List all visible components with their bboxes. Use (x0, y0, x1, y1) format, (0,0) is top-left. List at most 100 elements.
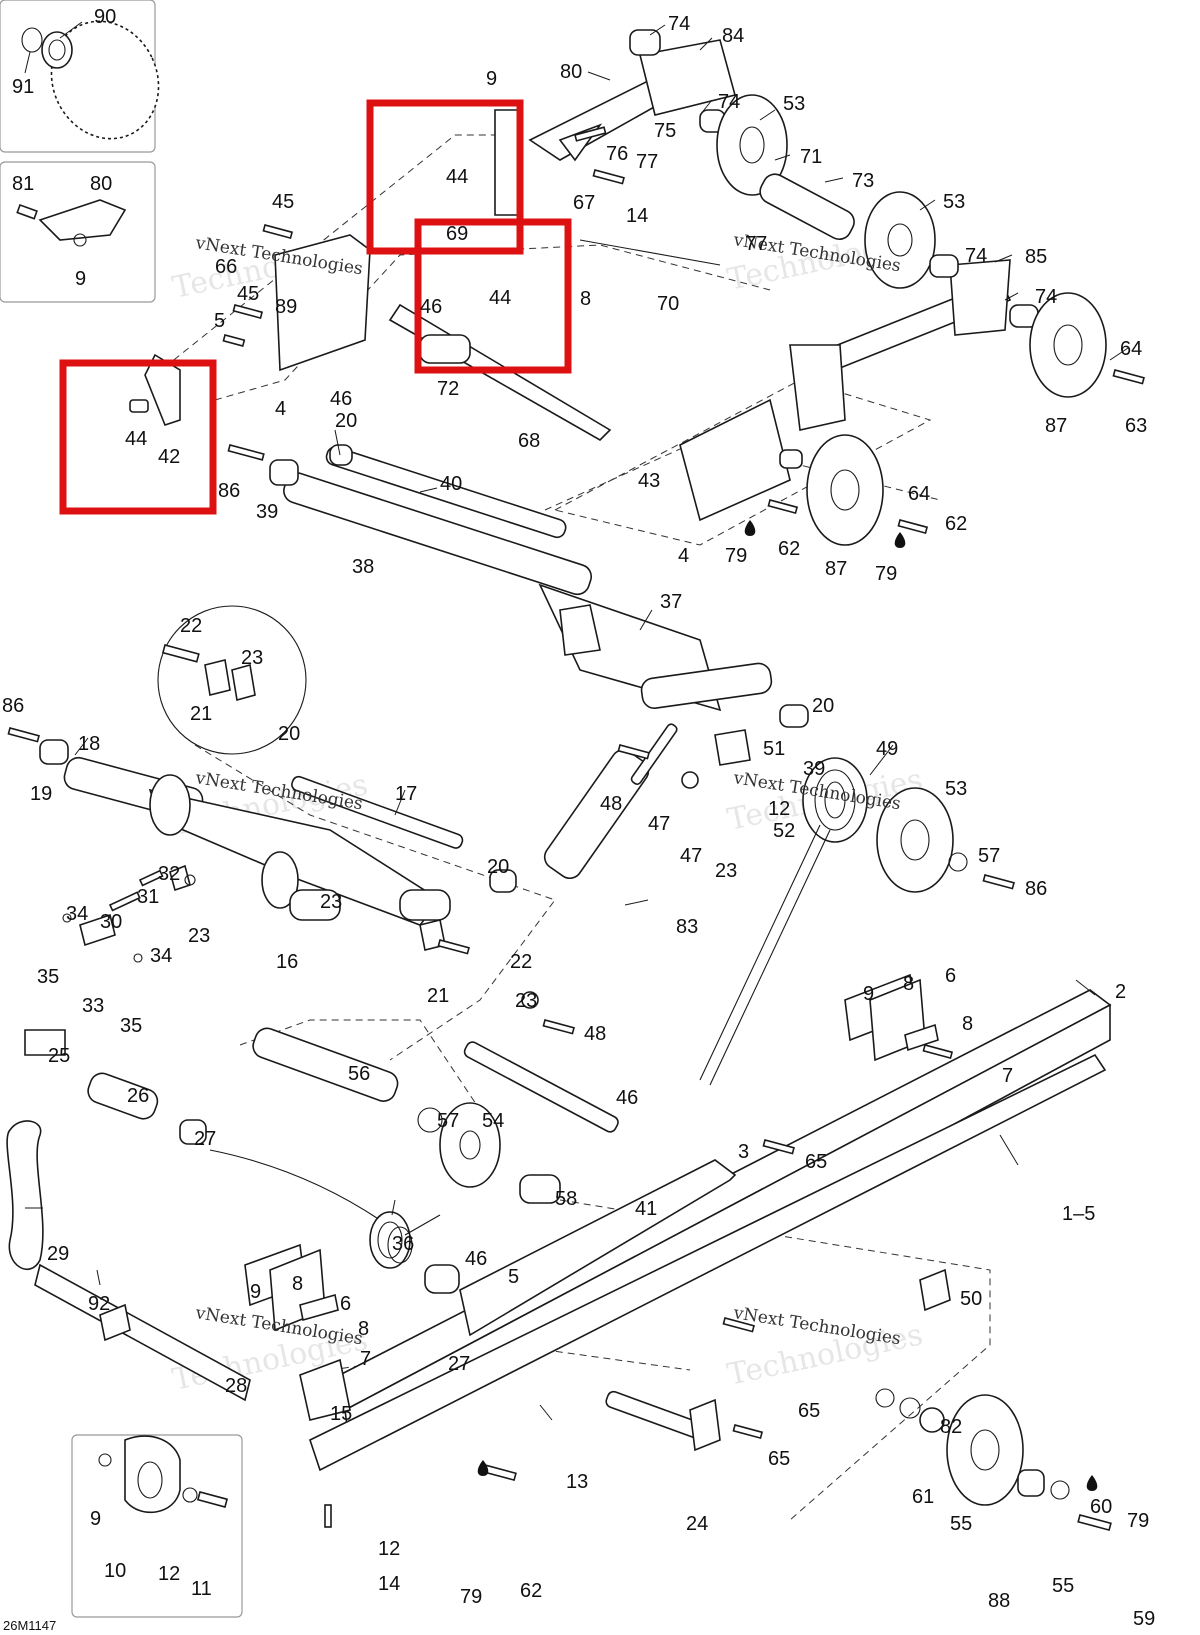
part-callout: 66 (215, 256, 237, 278)
part-callout: 8 (358, 1318, 369, 1340)
part-callout: 40 (440, 473, 462, 495)
part-callout: 20 (487, 856, 509, 878)
part-callout: 46 (330, 388, 352, 410)
part-callout: 44 (125, 428, 147, 450)
part-callout: 4 (275, 398, 286, 420)
part-callout: 7 (360, 1348, 371, 1370)
part-callout: 28 (225, 1375, 247, 1397)
small-hardware (62, 864, 196, 963)
part-callout: 22 (510, 951, 532, 973)
part-callout: 3 (738, 1141, 749, 1163)
part-callout: 82 (940, 1416, 962, 1438)
part-callout: 79 (460, 1586, 482, 1608)
part-callout: 60 (1090, 1496, 1112, 1518)
part-callout: 9 (90, 1508, 101, 1530)
stopper-arm (6, 1029, 251, 1402)
part-callout: 29 (47, 1243, 69, 1265)
inset-circle-hinge (157, 605, 307, 755)
part-callout: 48 (584, 1023, 606, 1045)
part-callout: 67 (573, 192, 595, 214)
part-callout: 8 (962, 1013, 973, 1035)
part-callout: 34 (150, 945, 172, 967)
part-number-callouts: 90 91 81 80 9 74 84 80 9 74 53 75 76 77 … (2, 6, 1155, 1630)
part-callout: 61 (912, 1486, 934, 1508)
part-callout: 46 (420, 296, 442, 318)
part-callout: 21 (190, 703, 212, 725)
part-callout: 71 (800, 146, 822, 168)
part-callout: 62 (520, 1580, 542, 1602)
part-callout: 55 (950, 1513, 972, 1535)
part-callout: 62 (778, 538, 800, 560)
part-callout: 11 (191, 1578, 212, 1600)
part-callout: 92 (88, 1293, 110, 1315)
part-callout: 22 (180, 615, 202, 637)
part-callout: 57 (978, 845, 1000, 867)
part-callout: 9 (486, 68, 497, 90)
stopper-inset (98, 1435, 229, 1514)
part-callout: 50 (960, 1288, 982, 1310)
part-callout: 69 (446, 223, 468, 245)
part-callout: 23 (515, 990, 537, 1012)
part-callout: 47 (648, 813, 670, 835)
part-callout: 46 (616, 1087, 638, 1109)
part-callout: 81 (12, 173, 34, 195)
part-callout: 45 (272, 191, 294, 213)
lower-brackets (244, 973, 951, 1332)
part-callout: 48 (600, 793, 622, 815)
part-callout: 43 (638, 470, 660, 492)
part-callout: 25 (48, 1045, 70, 1067)
part-callout: 54 (482, 1110, 504, 1132)
part-callout: 2 (1115, 981, 1126, 1003)
part-callout: 12 (378, 1538, 400, 1560)
front-arm-assembly (269, 444, 809, 728)
grease-drop-icon (744, 520, 756, 536)
part-callout: 58 (555, 1188, 577, 1210)
part-callout: 53 (943, 191, 965, 213)
part-callout: 64 (1120, 338, 1142, 360)
inset-box-stopper (71, 1434, 243, 1618)
part-callout: 91 (12, 76, 34, 98)
part-callout: 59 (1133, 1608, 1155, 1630)
part-callout: 42 (158, 446, 180, 468)
part-callout: 23 (188, 925, 210, 947)
part-callout: 44 (489, 287, 511, 309)
part-callout: 20 (278, 723, 300, 745)
part-callout: 6 (340, 1293, 351, 1315)
torsion-spring (209, 1149, 441, 1269)
part-callout: 75 (654, 120, 676, 142)
bolts (7, 126, 1145, 1532)
part-callout: 31 (137, 886, 159, 908)
part-callout: 6 (945, 965, 956, 987)
part-callout: 36 (392, 1233, 414, 1255)
part-callout: 41 (635, 1198, 657, 1220)
part-callout: 65 (798, 1400, 820, 1422)
part-callout: 24 (686, 1513, 708, 1535)
part-callout: 80 (90, 173, 112, 195)
part-callout: 34 (66, 903, 88, 925)
part-callout: 4 (678, 545, 689, 567)
rear-lower-arm (39, 739, 517, 951)
part-callout: 51 (763, 738, 785, 760)
part-callout: 76 (606, 143, 628, 165)
part-callout: 19 (30, 783, 52, 805)
part-callout: 86 (1025, 878, 1047, 900)
part-callout: 35 (37, 966, 59, 988)
part-callout: 18 (78, 733, 100, 755)
part-callout: 74 (965, 245, 987, 267)
highlight-box-44-top (366, 99, 524, 255)
part-callout: 45 (237, 283, 259, 305)
part-callout: 5 (214, 310, 225, 332)
part-callout: 57 (437, 1110, 459, 1132)
part-callout: 27 (448, 1353, 470, 1375)
part-callout: 9 (863, 983, 874, 1005)
part-callout: 88 (988, 1590, 1010, 1612)
part-callout: 90 (94, 6, 116, 28)
part-callout: 23 (241, 647, 263, 669)
part-callout: 10 (104, 1560, 126, 1582)
part-callout: 14 (626, 205, 648, 227)
part-callout: 49 (876, 738, 898, 760)
part-callout: 80 (560, 61, 582, 83)
part-callout: 63 (1125, 415, 1147, 437)
rear-wheel-set (875, 1388, 1070, 1506)
